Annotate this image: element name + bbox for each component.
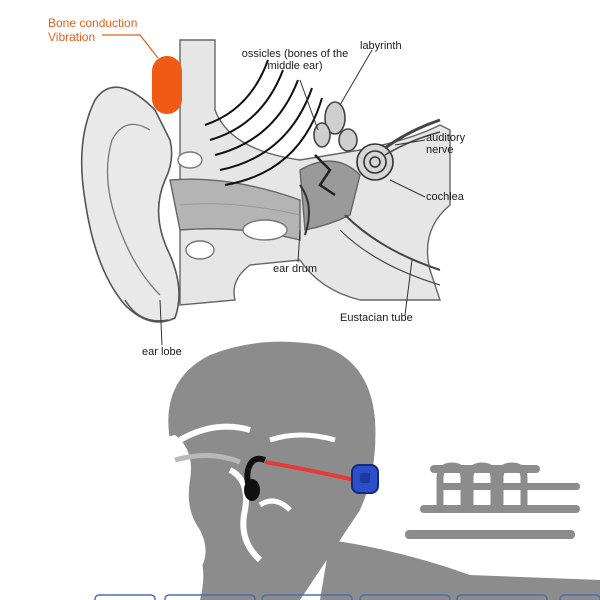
bone-conduction-pad (152, 56, 182, 114)
ear-anatomy (80, 39, 451, 323)
ossicles-shape (314, 154, 336, 197)
eustachian-tube-shape (344, 214, 441, 271)
ear-lobe-label: ear lobe (142, 346, 182, 358)
labyrinth-label: labyrinth (360, 40, 402, 52)
bone-conduction-headphone (244, 455, 379, 501)
ossicles-label: ossicles (bones of the middle ear) (230, 48, 360, 72)
head-shape (146, 341, 376, 600)
cochlea-shape (356, 143, 394, 181)
headphone-band (264, 460, 356, 482)
bone-conduction-label-line1: Bone conduction (48, 16, 138, 30)
eustacian-tube-label: Eustacian tube (340, 312, 413, 324)
leader-lines (102, 34, 426, 346)
ear-lobe (124, 299, 169, 322)
auditory-nerve-label: auditory nerve (426, 132, 465, 156)
bone-conduction-label: Bone conduction Vibration (48, 16, 137, 44)
auditory-nerve-label-line1: auditory (426, 132, 466, 144)
outer-ear (80, 86, 180, 323)
auditory-nerve-label-line2: nerve (426, 144, 454, 156)
ear-inner-fold (106, 123, 161, 296)
head-illustration (136, 341, 600, 600)
spine-loops (436, 462, 528, 505)
ear-drum-label: ear drum (273, 263, 318, 275)
labyrinth-shape (313, 101, 358, 152)
bottom-strip (94, 594, 600, 600)
cochlea-label: cochlea (426, 191, 464, 203)
ear-drum-shape (299, 184, 310, 236)
face-white (136, 435, 206, 580)
ossicles-label-line1: ossicles (bones of the (241, 48, 349, 60)
body-strokes (320, 465, 600, 600)
bone-conduction-label-line2: Vibration (48, 30, 96, 44)
auditory-nerve-shape (384, 118, 441, 150)
ossicles-label-line2: middle ear) (267, 60, 323, 72)
vibration-arcs (204, 59, 323, 186)
